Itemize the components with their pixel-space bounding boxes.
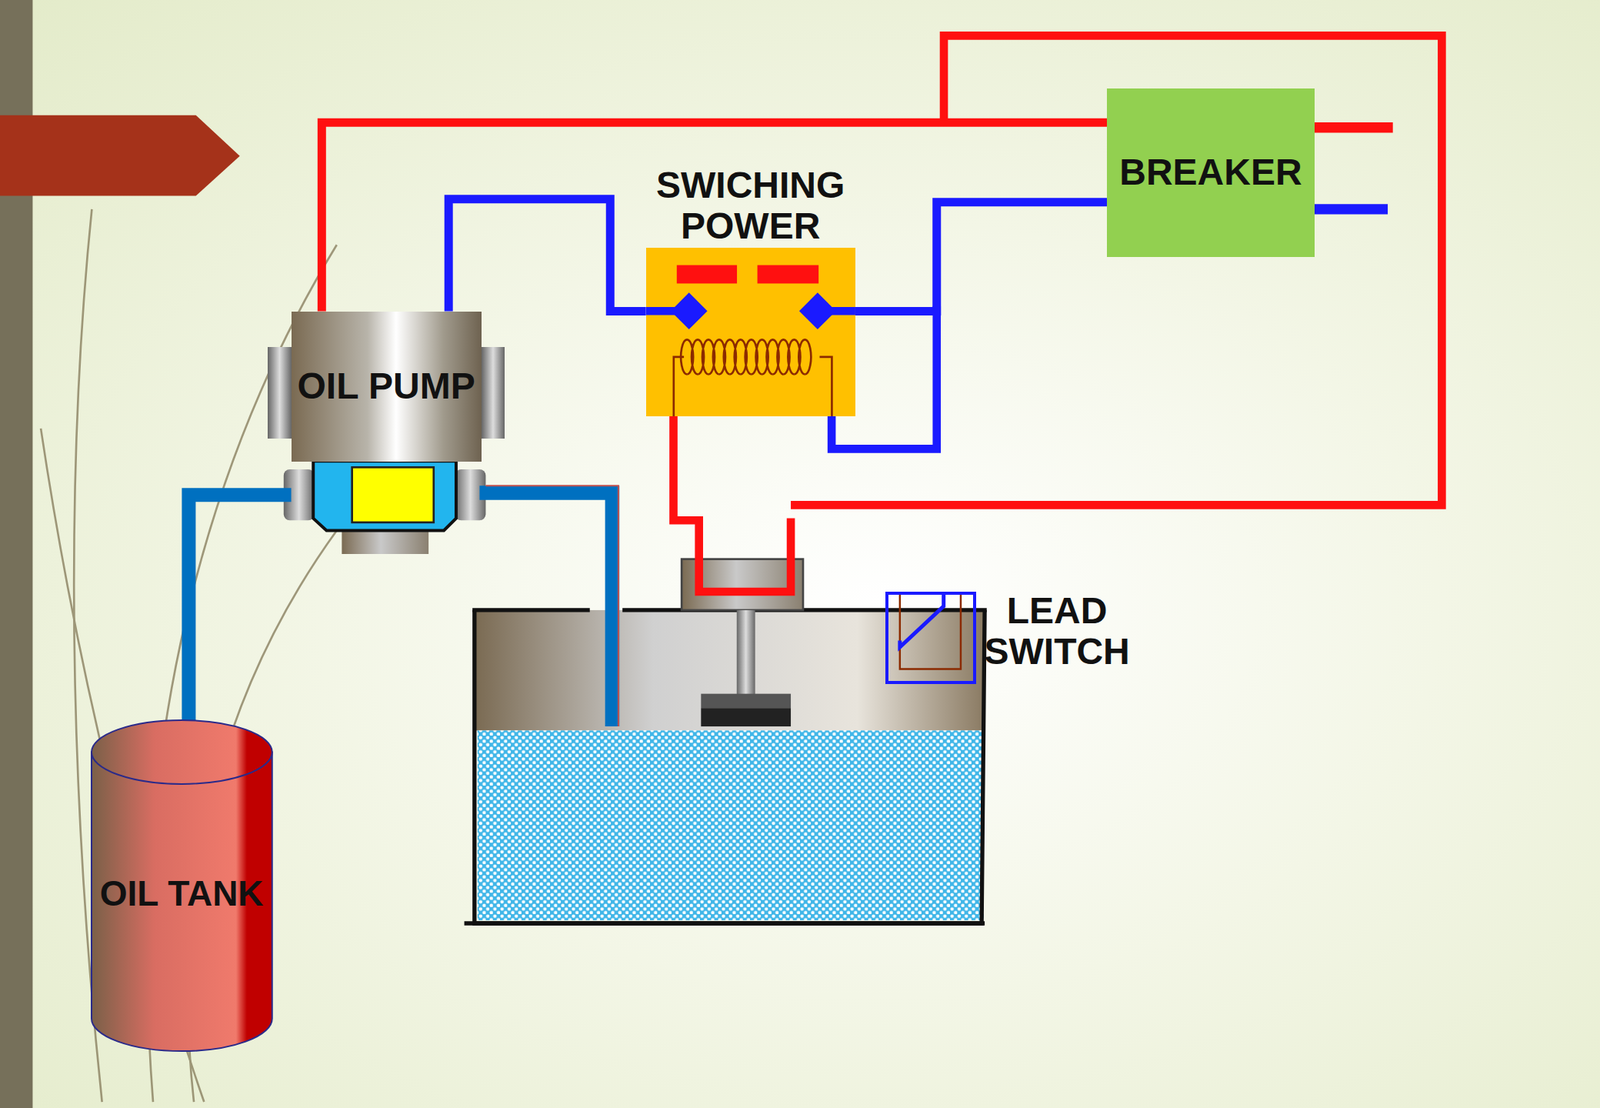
wire-connector [855, 202, 1108, 312]
wire-connector [188, 494, 291, 740]
water-tank [464, 610, 987, 924]
lead-switch: LEAD SWITCH [885, 591, 977, 684]
wire-line [188, 494, 291, 740]
switch-label: LEAD SWITCH [983, 590, 1130, 673]
banner-arrow [0, 115, 240, 197]
pump-ear [267, 346, 292, 439]
output-wire [1314, 122, 1394, 133]
oil-pump: OIL PUMP [291, 311, 482, 557]
relay-title: SWICHING POWER [656, 165, 845, 247]
pump-body: OIL PUMP [291, 311, 482, 462]
pump-base [283, 460, 487, 554]
breaker-box: BREAKER [1106, 88, 1314, 257]
output-wire [1314, 203, 1389, 214]
oil-tank: OIL TANK [90, 719, 274, 1051]
pump-ear [481, 346, 506, 439]
relay-contacts [646, 247, 856, 417]
tank-label: OIL TANK [100, 873, 264, 913]
wire-connector [448, 199, 646, 312]
wire-connector [321, 122, 1107, 311]
relay-box: SWICHING POWER [646, 247, 856, 417]
reed-contacts [888, 594, 974, 680]
wire-line [448, 199, 646, 312]
wire-line [321, 122, 1107, 311]
outlet-pipe [479, 485, 618, 727]
wire-line [855, 202, 1108, 312]
breaker-label: BREAKER [1119, 152, 1302, 194]
pump-label: OIL PUMP [297, 366, 476, 407]
